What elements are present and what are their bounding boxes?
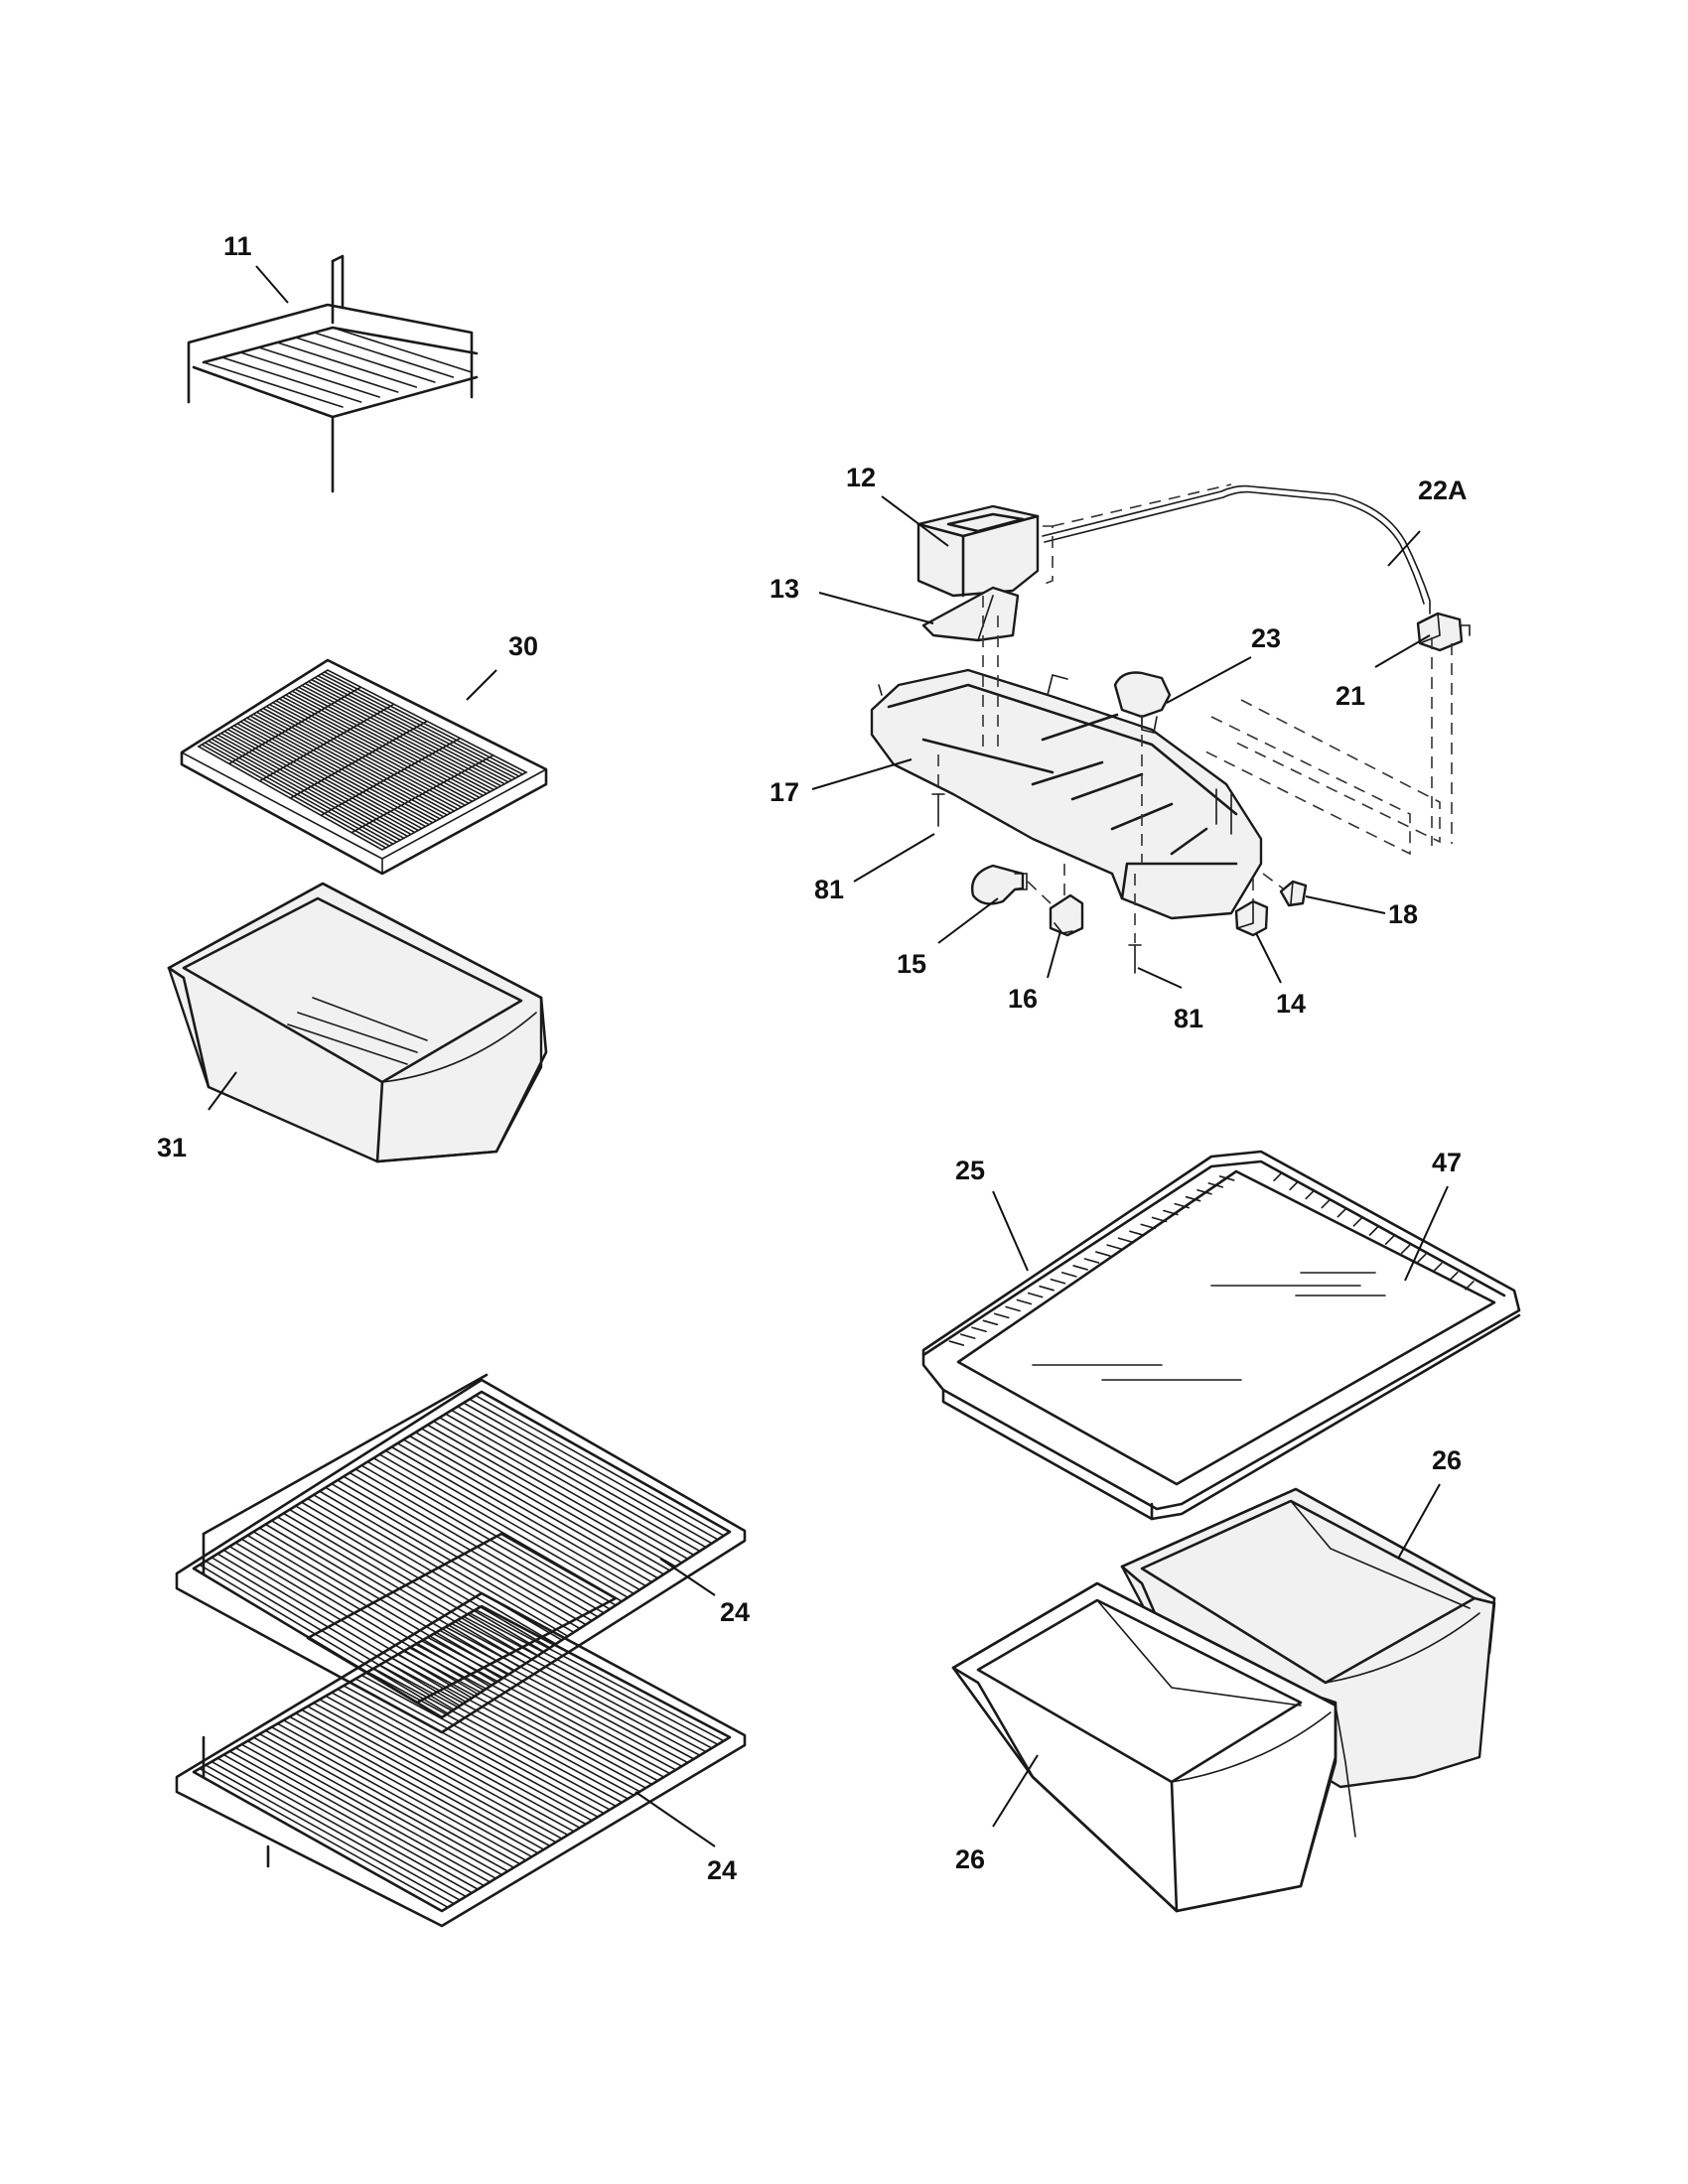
part-24-upper-shelf: [175, 1373, 747, 1734]
callout-labels: 11 12 13 17 81 15 16 81 14 18 21 22A 23 …: [157, 231, 1468, 1885]
callout-81-right: 81: [1174, 1004, 1203, 1033]
callout-24-upper: 24: [720, 1597, 750, 1627]
callout-17: 17: [770, 777, 799, 807]
callout-47: 47: [1432, 1148, 1462, 1177]
part-47-glass-panel: [1032, 1272, 1386, 1381]
callout-21: 21: [1336, 681, 1365, 711]
callout-15: 15: [897, 949, 926, 979]
part-31-crisper-bin: [167, 882, 548, 1163]
callout-18: 18: [1388, 899, 1418, 929]
part-12-housing-block: [916, 504, 1040, 598]
part-23-thermostat: [1113, 671, 1172, 734]
callout-16: 16: [1008, 984, 1038, 1014]
callout-25: 25: [955, 1156, 985, 1185]
callout-81-left: 81: [814, 875, 844, 904]
callout-26-front: 26: [955, 1844, 985, 1874]
callout-12: 12: [846, 463, 876, 492]
callout-30: 30: [508, 631, 538, 661]
callout-26-rear: 26: [1432, 1445, 1462, 1475]
assembly-dashed-guides: [937, 483, 1453, 943]
part-24-lower-shelf: [175, 1591, 747, 1928]
part-30-grille-cover: [180, 658, 548, 876]
leader-lines: [208, 265, 1449, 1847]
part-17-light-housing: [870, 668, 1263, 920]
callout-13: 13: [770, 574, 799, 604]
part-21-switch: [1416, 612, 1471, 652]
part-14-switch: [1234, 899, 1269, 937]
callout-31: 31: [157, 1133, 187, 1162]
part-18-knob: [1279, 880, 1308, 907]
callout-23: 23: [1251, 623, 1281, 653]
part-25-crisper-cover-frame: [921, 1150, 1521, 1521]
part-22a-wire-harness: [1042, 484, 1431, 614]
callout-22a: 22A: [1418, 476, 1468, 505]
part-16-socket: [1049, 893, 1084, 937]
part-81-screws: [931, 793, 1142, 974]
part-26-front-pan: [951, 1581, 1356, 1913]
part-11-wire-rack: [187, 254, 479, 493]
callout-11: 11: [223, 231, 252, 261]
callout-14: 14: [1276, 989, 1306, 1019]
part-13-baffle: [921, 586, 1020, 642]
part-15-bulb: [971, 864, 1028, 905]
callout-24-lower: 24: [707, 1855, 737, 1885]
